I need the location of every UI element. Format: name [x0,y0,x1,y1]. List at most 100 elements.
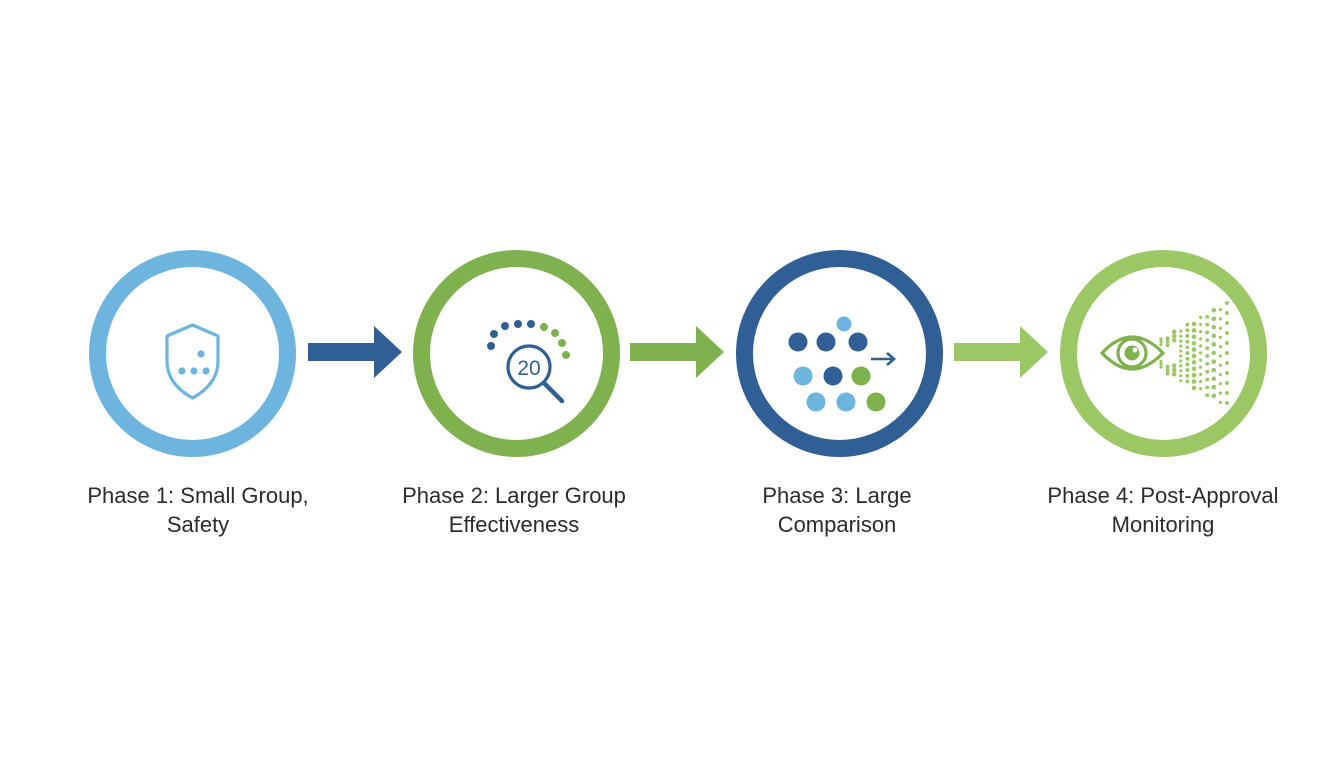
eye-scatter-dot [1165,371,1170,376]
eye-scatter-dot [1179,354,1183,358]
eye-scatter-dot [1165,343,1170,348]
eye-scatter-dot [1159,337,1163,341]
eye-scatter-dot [1225,381,1229,385]
phase-3-label-line2: Comparison [777,512,897,537]
eye-scatter-dot [1185,379,1190,384]
eye-scatter-dot [1225,401,1229,405]
eye-scatter-dot [1211,350,1217,356]
eye-scatter-dot [1205,314,1210,319]
eye-scatter-dot [1159,340,1163,344]
eye-scatter-dot [1205,393,1210,398]
eye-scatter-dot [1218,326,1222,330]
magnifier-number: 20 [517,357,540,380]
phase-4-label-line1: Phase 4: Post-Approval [1047,483,1279,508]
eye-scatter-dot [1179,374,1183,378]
eye-scatter-dot [1199,387,1203,391]
eye-scatter-dot [1179,379,1183,383]
phase-1-label: Phase 1: Small Group, Safety [48,481,348,539]
eye-scatter-dot [1165,339,1170,344]
eye-scatter-dot [1185,362,1190,367]
eye-scatter-dot [1199,351,1203,355]
eye-scatter-dot [1185,322,1190,327]
eye-scatter-dot [1218,363,1222,367]
phase-4-circle [1060,250,1267,457]
eye-scatter-dot [1179,334,1183,338]
eye-scatter-dot [1165,368,1170,373]
eye-scatter-dot [1159,362,1163,366]
eye-scatter-dot [1205,322,1210,327]
eye-scatter-dot [1191,347,1197,352]
eye-scatter-dot [1218,335,1222,339]
eye-scatter-dot [1199,379,1203,384]
eye-scatter-dot [1179,349,1183,353]
magnifier-with-dots-icon: 20 [487,320,570,404]
eye-scatter-dot [1218,317,1222,321]
eye-scatter-dot [1211,384,1217,390]
eye-scatter-dot [1171,367,1177,373]
eye-scatter-dot [1225,321,1229,325]
phase-1-label-line1: Phase 1: Small Group, [87,483,309,508]
eye-scatter-dot [1225,311,1229,315]
eye-scatter-dot [1211,307,1217,313]
eye-scatter-dot [1205,330,1210,335]
eye-scatter-dot [1191,321,1197,327]
eye-scatter-dot [1218,354,1222,358]
eye-scatter-dot [1159,365,1163,369]
eye-scatter-dot [1205,354,1210,358]
eye-scatter-dot [1218,382,1222,386]
eye-scatter-dot [1171,371,1177,377]
eye-scatter-dot [1225,391,1229,395]
eye-scatter-dot [1199,330,1203,334]
phase-3-circle [736,250,943,457]
arrow-right-icon [308,326,402,378]
eye-scatter-dot [1218,308,1222,312]
eye-scatter-dot [1191,385,1197,391]
eye-scatter-dot [1191,334,1197,340]
eye-scatter-dot [1191,353,1197,359]
phase-2-circle: 20 [413,250,620,457]
eye-scatter-dot [1211,342,1217,347]
eye-scatter-dot [1159,359,1163,363]
eye-scatter-dot [1211,393,1217,399]
phase-1-label-line2: Safety [166,512,230,537]
eye-scatter-dot [1185,328,1190,333]
eye-scatter-dot [1191,340,1197,346]
eye-scatter-dot [1185,373,1190,378]
eye-scatter-dot [1159,343,1163,347]
eye-scatter-dot [1165,364,1170,369]
eye-scatter-dot [1185,339,1190,344]
eye-scatter-dot [1199,337,1203,341]
eye-scatter-dot [1205,369,1210,374]
eye-scatter-dot [1205,385,1210,390]
eye-scatter-dot [1205,361,1210,366]
eye-scatter-dot [1199,315,1203,319]
eye-scatter-dot [1199,322,1203,327]
eye-scatter-dot [1225,351,1229,355]
eye-scatter-dot [1211,367,1217,373]
eye-scatter-dot [1205,346,1210,351]
phase-3-label-line1: Phase 3: Large [762,483,912,508]
eye-scatter-dot [1171,363,1177,368]
eye-with-dots-icon [1099,301,1229,405]
eye-scatter-dot [1185,345,1190,350]
arrow-right-icon [954,326,1048,378]
dot-grid-comparison-icon [788,316,896,412]
eye-scatter-dot [1185,334,1190,338]
eye-scatter-dot [1179,329,1183,333]
eye-scatter-dot [1179,344,1183,348]
eye-scatter-dot [1225,301,1229,305]
eye-scatter-dot [1225,371,1229,375]
eye-scatter-dot [1185,351,1190,355]
phase-2-label-line1: Phase 2: Larger Group [402,483,626,508]
eye-scatter-dot [1205,377,1210,382]
eye-scatter-dot [1211,316,1217,322]
eye-scatter-dot [1171,333,1177,339]
eye-scatter-dot [1211,333,1217,339]
eye-scatter-dot [1171,329,1177,335]
eye-scatter-dot [1225,331,1229,335]
eye-scatter-dot [1191,379,1197,384]
eye-scatter-dot [1179,339,1183,343]
eye-scatter-dot [1199,358,1203,362]
eye-scatter-dot [1179,369,1183,373]
eye-scatter-dot [1225,361,1229,365]
